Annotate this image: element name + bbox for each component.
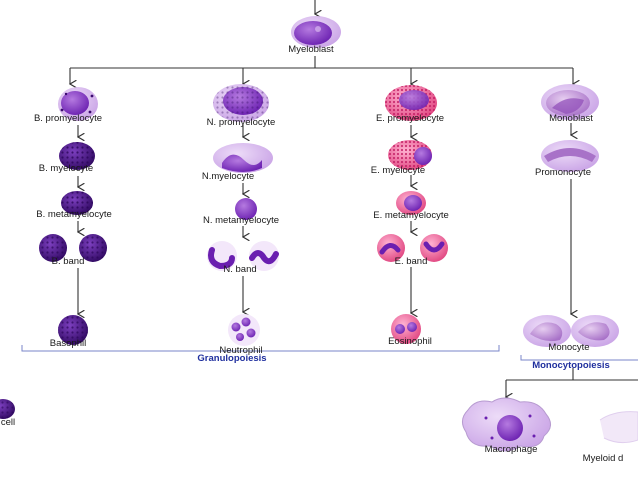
myeloid-dendritic-cell-partial	[599, 411, 638, 444]
label-neutrophil: Neutrophil	[219, 345, 263, 356]
b-band-cell-2	[79, 234, 107, 262]
label-macrophage: Macrophage	[484, 444, 538, 455]
label-myeloid-partial: Myeloid d	[582, 453, 624, 464]
neutrophil-cell	[228, 314, 260, 346]
b-metamyelocyte-cell	[61, 191, 93, 215]
group-title-monocytopoiesis: Monocytopoiesis	[532, 360, 610, 371]
label-eosinophil: Eosinophil	[388, 336, 432, 347]
e-promyelocyte-cell	[385, 85, 437, 121]
label-n-band: N. band	[223, 264, 257, 275]
label-basophil: Basophil	[49, 338, 87, 349]
label-e-band: E. band	[394, 256, 428, 267]
label-b-myelocyte: B. myelocyte	[38, 163, 94, 174]
label-myeloblast: Myeloblast	[288, 44, 334, 55]
n-band-cell-1	[207, 241, 237, 271]
label-promonocyte: Promonocyte	[535, 167, 591, 178]
e-band-cell-1	[377, 234, 405, 262]
n-myelocyte-cell	[213, 143, 273, 173]
e-metamyelocyte-cell	[396, 191, 426, 215]
group-title-granulopoiesis: Granulopoiesis	[197, 353, 267, 364]
label-b-metamyelocyte: B. metamyelocyte	[36, 209, 112, 220]
label-n-myelocyte: N.myelocyte	[201, 171, 255, 182]
partial-cell-left	[0, 399, 15, 419]
label-n-metamyelocyte: N. metamyelocyte	[202, 215, 280, 226]
label-b-band: B. band	[51, 256, 85, 267]
macrophage-cell	[462, 397, 551, 452]
label-monocyte: Monocyte	[548, 342, 590, 353]
label-cell-partial: cell	[0, 417, 16, 428]
connectors	[70, 0, 638, 397]
label-monoblast: Monoblast	[549, 113, 593, 124]
granulopoiesis-bracket	[21, 345, 500, 352]
n-metamyelocyte-cell	[235, 198, 257, 220]
label-e-promyelocyte: E. promyelocyte	[375, 113, 445, 124]
e-band-cell-2	[420, 234, 448, 262]
n-promyelocyte-cell	[213, 84, 269, 122]
monocyte-cell-1	[523, 315, 571, 347]
monocyte-cell-2	[571, 315, 619, 347]
e-myelocyte-cell	[388, 140, 432, 170]
b-promyelocyte-cell	[58, 87, 98, 121]
monocytopoiesis-bracket	[520, 355, 638, 361]
label-e-metamyelocyte: E. metamyelocyte	[373, 210, 449, 221]
promonocyte-cell	[541, 140, 599, 172]
b-band-cell-1	[39, 234, 67, 262]
n-band-cell-2	[249, 241, 279, 271]
label-e-myelocyte: E. myelocyte	[370, 165, 426, 176]
monoblast-cell	[541, 84, 599, 120]
label-n-promyelocyte: N. promyelocyte	[206, 117, 276, 128]
eosinophil-cell	[391, 314, 421, 344]
label-b-promyelocyte: B. promyelocyte	[33, 113, 103, 124]
basophil-cell	[58, 315, 88, 345]
myeloblast-cell	[291, 16, 341, 48]
b-myelocyte-cell	[59, 142, 95, 170]
